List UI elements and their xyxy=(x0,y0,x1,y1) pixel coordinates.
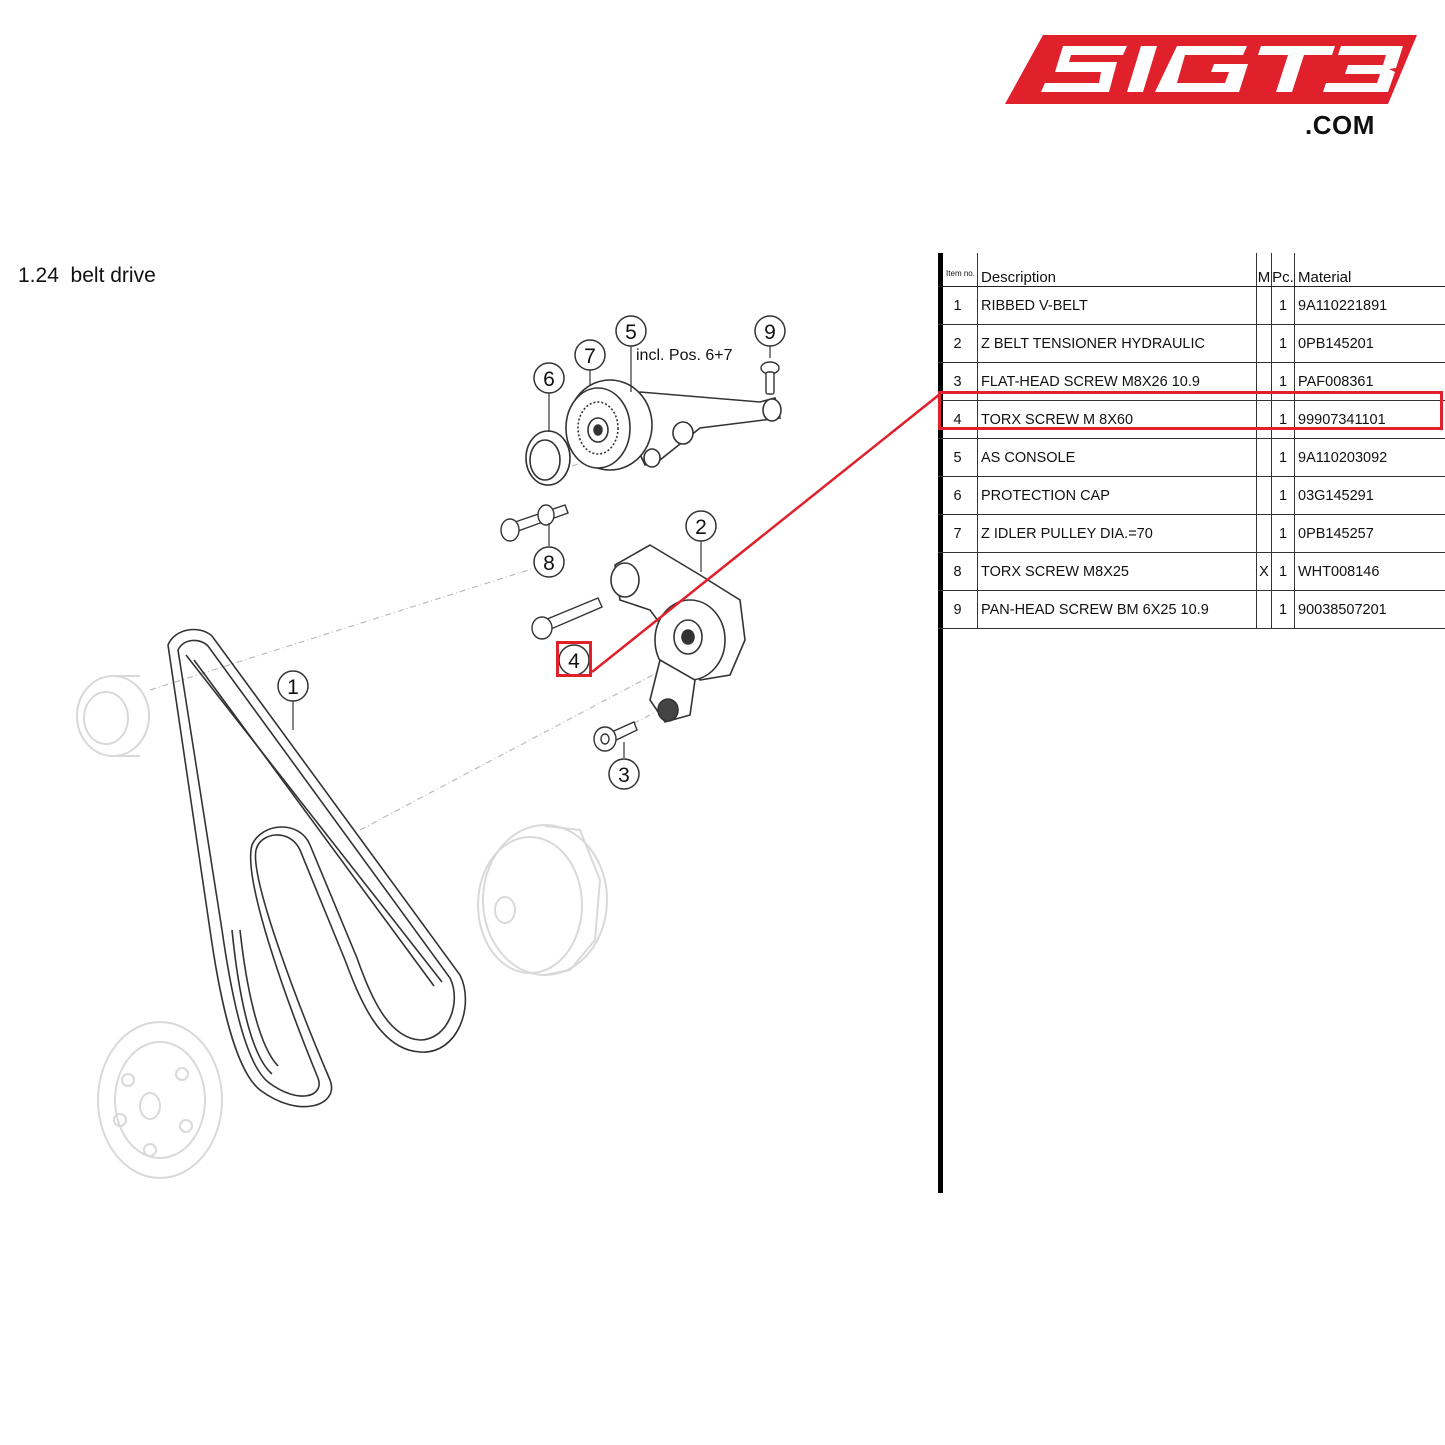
cell-m: X xyxy=(1256,552,1272,591)
logo-mark xyxy=(1005,35,1417,104)
table-row[interactable]: 7 Z IDLER PULLEY DIA.=70 1 0PB145257 xyxy=(938,514,1445,553)
cell-material[interactable]: 90038507201 xyxy=(1294,590,1445,629)
cell-item: 5 xyxy=(938,438,978,477)
cell-description: Z BELT TENSIONER HYDRAULIC xyxy=(977,324,1257,363)
cell-description: TORX SCREW M 8X60 xyxy=(977,400,1257,439)
brand-logo[interactable]: .COM xyxy=(1005,32,1417,144)
callout-label: 6 xyxy=(543,368,555,391)
belt-tensioner xyxy=(610,544,746,723)
header-m: M xyxy=(1256,253,1272,287)
header-item-no: Item no. xyxy=(938,253,978,287)
callout-1[interactable]: 1 xyxy=(277,670,309,702)
flat-head-screw xyxy=(593,721,638,752)
table-row[interactable]: 2 Z BELT TENSIONER HYDRAULIC 1 0PB145201 xyxy=(938,324,1445,363)
protection-cap xyxy=(525,430,571,486)
table-left-rule xyxy=(938,253,943,1193)
cell-item: 3 xyxy=(938,362,978,401)
parts-table: Item no. Description M Pc. Material 1 RI… xyxy=(938,253,1445,629)
cell-description: TORX SCREW M8X25 xyxy=(977,552,1257,591)
cell-material[interactable]: WHT008146 xyxy=(1294,552,1445,591)
cell-pc: 1 xyxy=(1271,286,1295,325)
table-row[interactable]: 5 AS CONSOLE 1 9A110203092 xyxy=(938,438,1445,477)
cell-pc: 1 xyxy=(1271,514,1295,553)
callout-label: 9 xyxy=(764,321,776,344)
cell-material[interactable]: 9A110203092 xyxy=(1294,438,1445,477)
highlight-row-box xyxy=(938,391,1443,430)
callout-label: 3 xyxy=(618,764,630,787)
torx-screw-m8x25 xyxy=(500,504,569,542)
alternator-pulley-faded xyxy=(76,675,150,757)
cell-description: RIBBED V-BELT xyxy=(977,286,1257,325)
cell-item: 9 xyxy=(938,590,978,629)
callout-label: 4 xyxy=(568,650,580,673)
callout-label: 5 xyxy=(625,321,637,344)
callout-label: 1 xyxy=(287,676,299,699)
cell-description: PROTECTION CAP xyxy=(977,476,1257,515)
cell-pc: 1 xyxy=(1271,324,1295,363)
ribbed-v-belt xyxy=(167,628,467,1108)
callout-3[interactable]: 3 xyxy=(608,758,640,790)
cell-material[interactable]: 0PB145201 xyxy=(1294,324,1445,363)
cell-pc: 1 xyxy=(1271,552,1295,591)
section-number: 1.24 xyxy=(18,264,59,287)
callout-8[interactable]: 8 xyxy=(533,546,565,578)
callout-label: 8 xyxy=(543,552,555,575)
torx-screw-m8x60 xyxy=(531,597,603,640)
callout-5[interactable]: 5 xyxy=(615,315,647,347)
diagram-note: incl. Pos. 6+7 xyxy=(636,347,733,364)
cell-m xyxy=(1256,514,1272,553)
cell-m xyxy=(1256,324,1272,363)
exploded-diagram: 1 2 3 4 5 6 7 8 9 incl. Pos. 6+7 xyxy=(76,315,786,1179)
header-description: Description xyxy=(977,253,1257,287)
callout-label: 7 xyxy=(584,345,596,368)
cell-pc: 1 xyxy=(1271,590,1295,629)
cell-pc: 1 xyxy=(1271,438,1295,477)
table-row[interactable]: 1 RIBBED V-BELT 1 9A110221891 xyxy=(938,286,1445,325)
logo-domain: .COM xyxy=(1305,110,1375,140)
cell-item: 1 xyxy=(938,286,978,325)
crank-pulley-faded xyxy=(97,1021,223,1179)
table-row[interactable]: 6 PROTECTION CAP 1 03G145291 xyxy=(938,476,1445,515)
cell-description: PAN-HEAD SCREW BM 6X25 10.9 xyxy=(977,590,1257,629)
header-material: Material xyxy=(1294,253,1445,287)
cell-description: AS CONSOLE xyxy=(977,438,1257,477)
cell-item: 8 xyxy=(938,552,978,591)
cell-m xyxy=(1256,438,1272,477)
section-name: belt drive xyxy=(70,264,156,287)
table-row-highlighted[interactable]: 4 TORX SCREW M 8X60 1 99907341101 xyxy=(938,400,1445,439)
idler-pulley xyxy=(565,379,653,471)
callout-6[interactable]: 6 xyxy=(533,362,565,394)
cell-m xyxy=(1256,590,1272,629)
cell-material[interactable]: 9A110221891 xyxy=(1294,286,1445,325)
highlight-callout-box xyxy=(556,641,592,677)
cell-m xyxy=(1256,476,1272,515)
header-pc: Pc. xyxy=(1271,253,1295,287)
table-row[interactable]: 8 TORX SCREW M8X25 X 1 WHT008146 xyxy=(938,552,1445,591)
cell-material[interactable]: PAF008361 xyxy=(1294,362,1445,401)
table-row[interactable]: 9 PAN-HEAD SCREW BM 6X25 10.9 1 90038507… xyxy=(938,590,1445,629)
cell-item: 6 xyxy=(938,476,978,515)
cell-item: 7 xyxy=(938,514,978,553)
section-title: 1.24 belt drive xyxy=(18,264,156,288)
callout-9[interactable]: 9 xyxy=(754,315,786,347)
cell-material[interactable]: 99907341101 xyxy=(1294,400,1445,439)
cell-item: 4 xyxy=(938,400,978,439)
water-pump-pulley-faded xyxy=(477,824,608,976)
callout-2[interactable]: 2 xyxy=(685,510,717,542)
cell-m xyxy=(1256,286,1272,325)
callout-label: 2 xyxy=(695,516,707,539)
table-header-row: Item no. Description M Pc. Material xyxy=(938,253,1445,287)
cell-material[interactable]: 03G145291 xyxy=(1294,476,1445,515)
cell-description: Z IDLER PULLEY DIA.=70 xyxy=(977,514,1257,553)
callout-7[interactable]: 7 xyxy=(574,339,606,371)
cell-description: FLAT-HEAD SCREW M8X26 10.9 xyxy=(977,362,1257,401)
table-row[interactable]: 3 FLAT-HEAD SCREW M8X26 10.9 1 PAF008361 xyxy=(938,362,1445,401)
cell-item: 2 xyxy=(938,324,978,363)
pan-head-screw xyxy=(760,361,780,395)
cell-pc: 1 xyxy=(1271,476,1295,515)
cell-material[interactable]: 0PB145257 xyxy=(1294,514,1445,553)
